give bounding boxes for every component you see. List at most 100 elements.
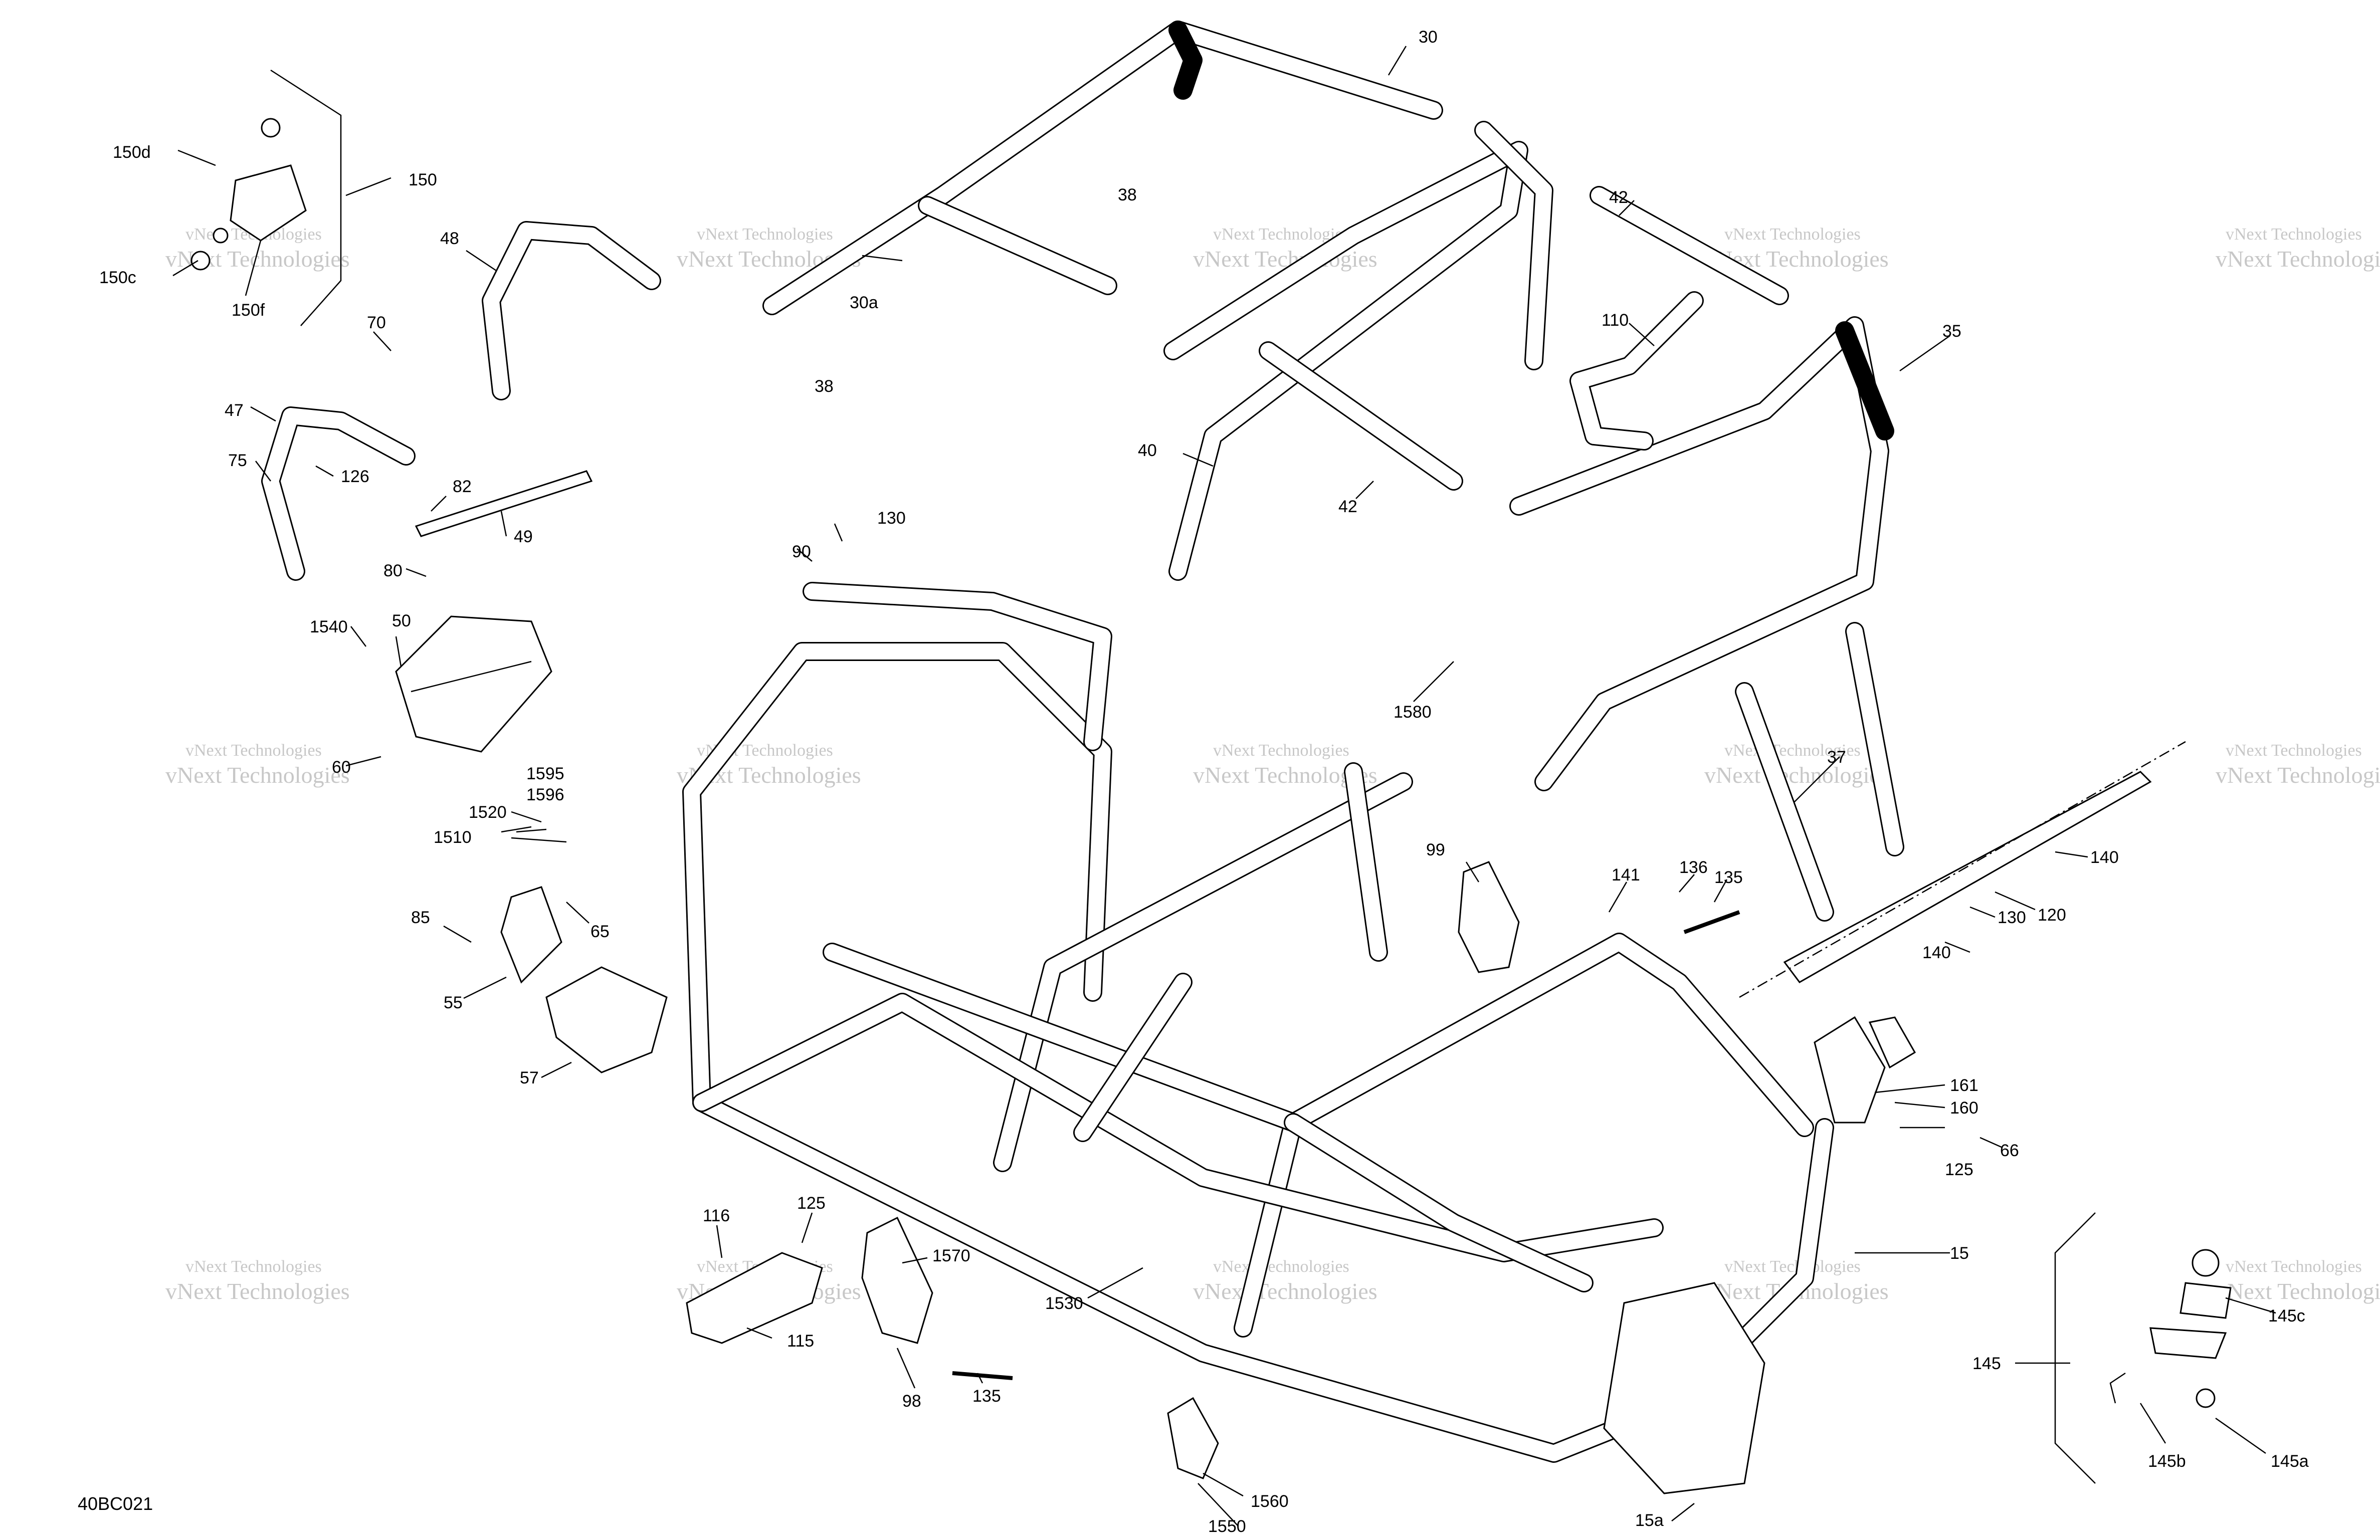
roof-bar-30 [762,21,1443,315]
part-label: 161 [1950,1076,1978,1095]
cage-bar-40 [1163,121,1553,581]
part-label: 57 [520,1068,539,1087]
svg-text:vNext Technologies: vNext Technologies [697,225,833,244]
svg-text:vNext Technologies: vNext Technologies [2216,246,2380,272]
rail-120 [1739,741,2186,998]
part-label: 70 [367,313,386,332]
part-label: 1540 [310,617,348,636]
part-label: 145 [1972,1354,2001,1373]
pin-135 [952,910,1740,1380]
bracket-50 [395,615,552,753]
part-label: 85 [411,908,430,927]
part-labels: 30 38 30a 38 150 150d 150c 150f 48 70 47… [99,28,2309,1536]
bracket-115 [686,1252,823,1344]
part-label: 15a [1635,1511,1664,1530]
watermark: vNext Technologies vNext Technologies [2216,741,2380,788]
part-label: 38 [1118,185,1137,204]
svg-text:vNext Technologies: vNext Technologies [1704,762,1889,788]
watermark: vNext Technologies vNext Technologies [165,1257,350,1304]
parts-artwork [190,21,2232,1494]
watermark: vNext Technologies vNext Technologies [2216,1257,2380,1304]
watermark: vNext Technologies vNext Technologies [165,741,350,788]
part-label: 98 [902,1392,921,1411]
part-label: 1595 [526,764,564,783]
watermark: vNext Technologies vNext Technologies [1704,741,1889,788]
part-label: 1530 [1045,1294,1083,1313]
watermark: vNext Technologies vNext Technologies [2216,225,2380,272]
group-bracket-150 [270,69,342,326]
leader-lines [172,46,2276,1526]
part-label: 37 [1827,748,1846,767]
part-label: 125 [1945,1160,1973,1179]
part-label: 40 [1138,441,1157,460]
illustration-code: 40BC021 [78,1493,153,1514]
svg-text:vNext Technologies: vNext Technologies [2226,1257,2362,1276]
bracket-150 [190,118,307,271]
watermarks: vNext Technologies vNext Technologies vN… [165,225,2380,1304]
part-label: 66 [2000,1141,2019,1160]
hitch-145 [2109,1249,2232,1408]
part-label: 30a [850,293,878,312]
svg-text:vNext Technologies: vNext Technologies [2216,762,2380,788]
grab-bar-47 [261,406,416,581]
svg-text:vNext Technologies: vNext Technologies [1724,1257,1861,1276]
part-label: 49 [514,527,533,546]
svg-text:vNext Technologies: vNext Technologies [1724,225,1861,244]
part-label: 150c [99,268,136,287]
part-label: 140 [2090,848,2119,867]
part-label: 99 [1426,840,1445,859]
watermark: vNext Technologies vNext Technologies [1193,225,1377,272]
part-label: 50 [392,611,411,630]
bracket-57 [545,966,668,1073]
brace-110 [1569,291,1704,451]
part-label: 75 [228,451,247,470]
bracket-98 [861,1216,933,1344]
part-label: 38 [815,377,834,396]
grab-bar-48 [482,221,661,400]
part-label: 80 [383,561,403,580]
part-label: 1510 [434,828,472,847]
part-label: 1520 [469,803,507,822]
part-label: 47 [225,401,244,420]
part-label: 1596 [526,785,564,804]
part-label: 42 [1609,188,1628,207]
part-label: 1570 [932,1246,970,1265]
svg-text:vNext Technologies: vNext Technologies [1213,741,1349,760]
part-label: 130 [1998,908,2026,927]
part-label: 141 [1612,865,1640,885]
svg-text:vNext Technologies: vNext Technologies [1213,225,1349,244]
svg-text:vNext Technologies: vNext Technologies [185,741,322,760]
part-label: 150d [113,143,151,162]
part-label: 160 [1950,1098,1978,1118]
part-label: 150 [409,170,437,189]
part-label: 150f [232,301,265,320]
bracket-99 [1458,861,1520,973]
part-label: 145b [2148,1452,2186,1471]
part-label: 90 [792,542,811,561]
svg-text:vNext Technologies: vNext Technologies [2226,741,2362,760]
rear-cage-35 [1509,316,1894,791]
bracket-55 [500,886,562,984]
bracket-1550 [1167,1397,1219,1479]
svg-text:vNext Technologies: vNext Technologies [165,762,350,788]
part-label: 1560 [1251,1492,1289,1511]
cross-tube-42-upper [1590,186,1789,305]
part-label: 126 [341,467,369,486]
svg-text:vNext Technologies: vNext Technologies [1193,246,1377,272]
part-label: 1580 [1394,703,1432,722]
svg-text:vNext Technologies: vNext Technologies [1193,1278,1377,1304]
part-label: 140 [1922,943,1951,962]
watermark: vNext Technologies vNext Technologies [1193,1257,1377,1304]
rail-49 [415,470,593,537]
part-label: 145a [2271,1452,2309,1471]
part-label: 116 [703,1206,730,1225]
svg-text:vNext Technologies: vNext Technologies [1213,1257,1349,1276]
part-label: 135 [1714,868,1743,887]
part-label: 65 [590,922,610,941]
svg-text:vNext Technologies: vNext Technologies [1724,741,1861,760]
part-label: 82 [453,477,472,496]
part-label: 145c [2268,1306,2305,1326]
svg-text:vNext Technologies: vNext Technologies [185,1257,322,1276]
cross-tube-42 [1259,341,1463,491]
